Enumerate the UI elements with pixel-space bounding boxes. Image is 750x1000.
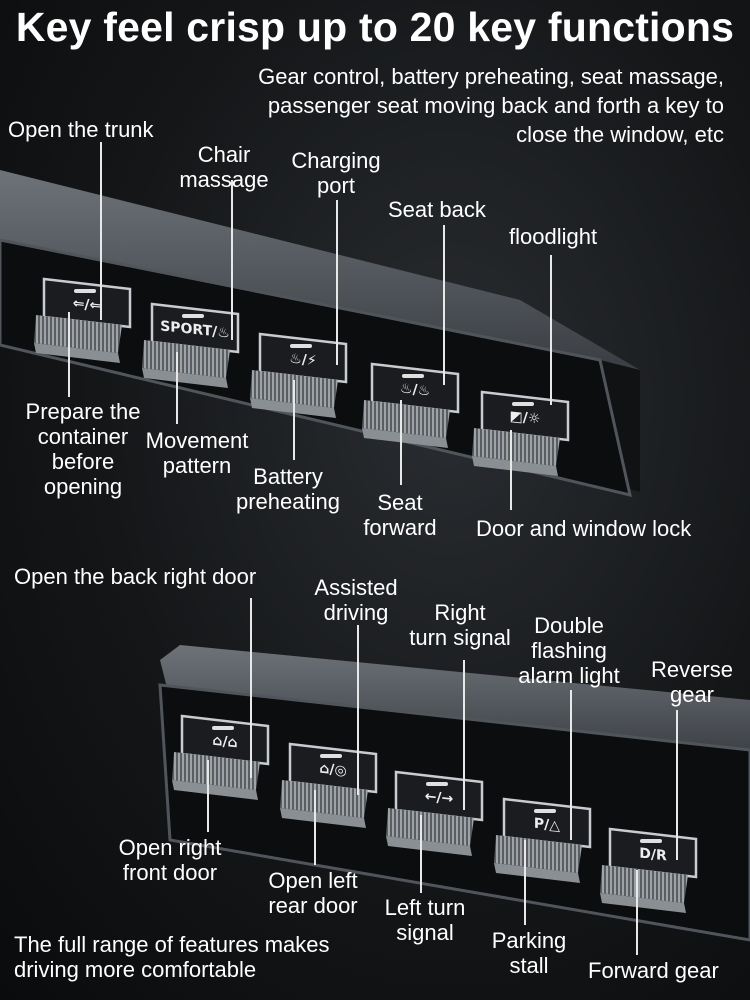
front-door-key[interactable]: ⌂/⌂ [172, 712, 270, 808]
parking-key[interactable]: P/△ [494, 795, 592, 891]
label-back-right-door: Open the back right door [14, 564, 257, 589]
label-open-trunk: Open the trunk [8, 117, 154, 142]
floodlight-key[interactable]: ◩/☼ [472, 388, 570, 484]
gear-key[interactable]: D/R [600, 825, 698, 921]
page-title: Key feel crisp up to 20 key functions [15, 4, 735, 50]
label-door-window-lock: Door and window lock [476, 516, 692, 541]
turn-key[interactable]: ←/→ [386, 768, 484, 864]
assist-key[interactable]: ⌂/◎ [280, 740, 378, 836]
sport-key[interactable]: SPORT/♨ [142, 300, 240, 396]
seat-key[interactable]: ♨/♨ [362, 360, 460, 456]
label-floodlight: floodlight [509, 224, 598, 249]
subtitle: Gear control, battery preheating, seat m… [258, 64, 724, 147]
trunk-key[interactable]: ⇐/⇐ [34, 275, 132, 371]
label-forward-gear: Forward gear [588, 958, 719, 983]
label-seat-back: Seat back [388, 197, 486, 222]
battery-key[interactable]: ♨/⚡ [250, 330, 348, 426]
